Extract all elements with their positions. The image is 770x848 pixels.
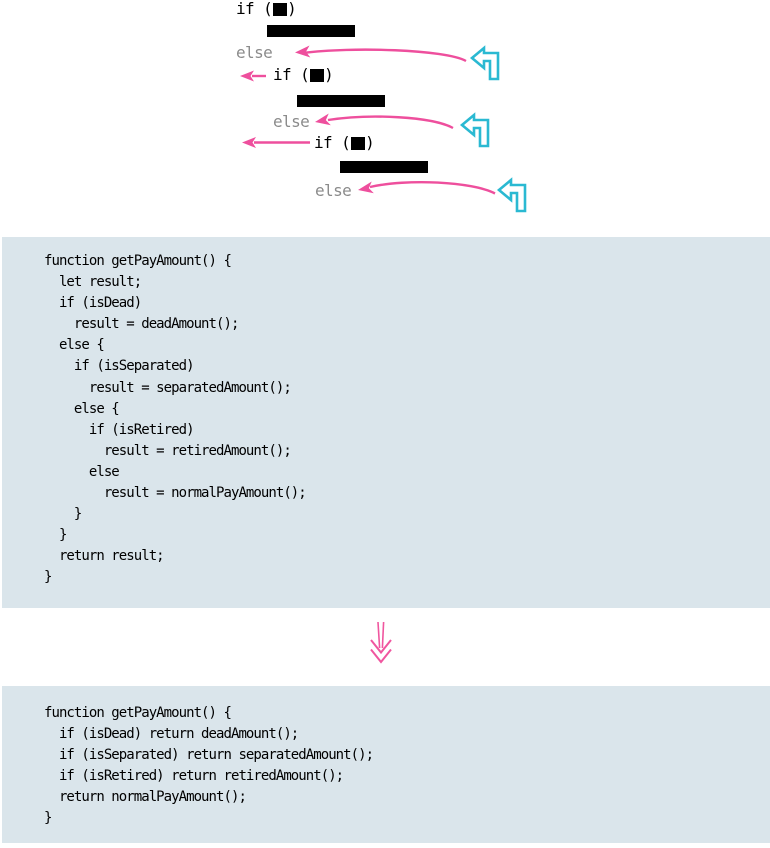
bent-arrow-icon <box>459 112 490 148</box>
bent-arrow-icon <box>469 45 500 81</box>
code-line: if (isDead) <box>44 295 142 312</box>
code-line: function getPayAmount() { <box>44 253 232 269</box>
code-line: } <box>44 527 67 544</box>
code-line: } <box>44 506 82 523</box>
condition-placeholder-square <box>350 136 365 150</box>
code-line: result = normalPayAmount(); <box>44 485 307 502</box>
if-open-text: if ( <box>314 133 351 152</box>
else-arrow-2 <box>315 113 454 130</box>
flow-arrows-layer <box>240 45 527 213</box>
code-line: result = deadAmount(); <box>44 316 239 333</box>
code-line: return result; <box>44 548 165 565</box>
code-line: let result; <box>44 274 142 291</box>
condition-placeholder-square <box>309 68 324 82</box>
code-block-after: function getPayAmount() { if (isDead) re… <box>2 686 770 843</box>
condition-placeholder-square <box>272 2 287 16</box>
code-line: } <box>44 810 52 827</box>
schematic-if-2: if () <box>273 65 334 84</box>
schematic-else-3: else <box>315 181 352 200</box>
outdent-arrow-long <box>242 137 310 148</box>
else-arrow-3 <box>358 180 496 195</box>
schematic-else-1: else <box>236 43 273 62</box>
schematic-if-3: if () <box>314 133 375 152</box>
code-line: function getPayAmount() { <box>44 705 232 721</box>
code-line: if (isRetired) <box>44 421 195 438</box>
if-close-text: ) <box>365 133 375 152</box>
code-line: } <box>44 569 52 586</box>
code-line: else <box>44 463 120 480</box>
outdent-arrow-short <box>240 70 266 82</box>
if-open-text: if ( <box>236 0 273 18</box>
code-line: if (isSeparated) <box>44 358 195 375</box>
bent-arrow-icon <box>496 177 527 213</box>
transform-down-arrow-icon <box>370 621 392 664</box>
code-placeholder-bar <box>267 25 355 37</box>
schematic-if-1: if () <box>236 0 297 18</box>
code-line: result = separatedAmount(); <box>44 379 292 396</box>
code-placeholder-bar <box>297 95 385 107</box>
if-close-text: ) <box>287 0 297 18</box>
code-line: if (isSeparated) return separatedAmount(… <box>44 747 374 764</box>
code-line: if (isDead) return deadAmount(); <box>44 726 299 743</box>
code-line: result = retiredAmount(); <box>44 442 292 459</box>
code-line: else { <box>44 337 105 354</box>
else-arrow-1 <box>295 45 467 63</box>
if-close-text: ) <box>324 65 334 84</box>
code-block-before: function getPayAmount() { let result; if… <box>2 237 770 608</box>
if-open-text: if ( <box>273 65 310 84</box>
code-line: else { <box>44 400 120 417</box>
code-placeholder-bar <box>340 161 428 173</box>
code-line: if (isRetired) return retiredAmount(); <box>44 768 344 785</box>
schematic-else-2: else <box>273 112 310 131</box>
code-line: return normalPayAmount(); <box>44 789 247 806</box>
